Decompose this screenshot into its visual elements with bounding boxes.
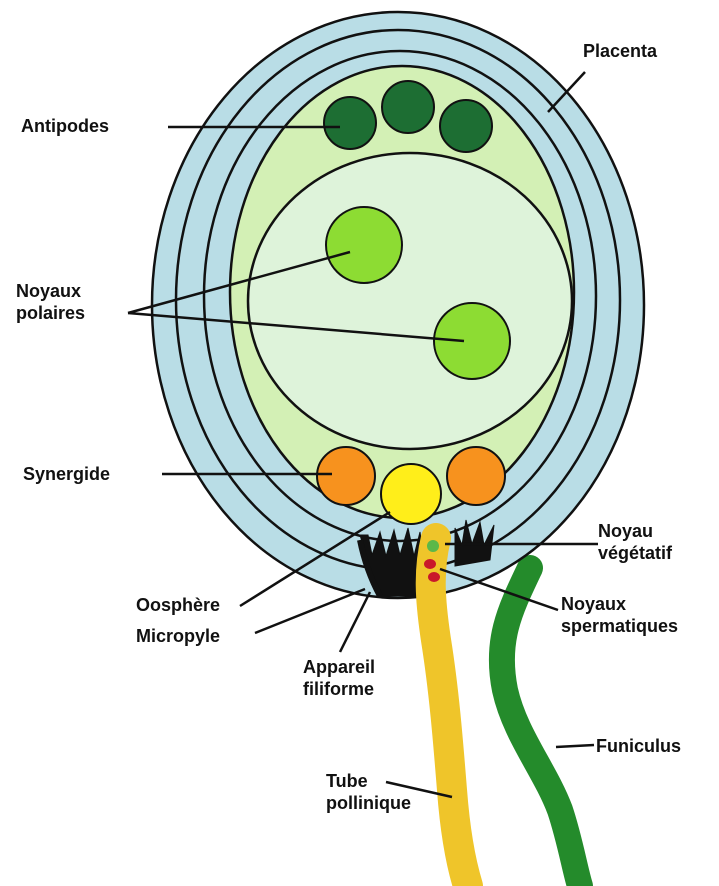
label-noyaux-polaires-line2: polaires	[16, 302, 85, 324]
antipode-cell	[324, 97, 376, 149]
label-antipodes: Antipodes	[21, 115, 109, 137]
leader-micropyle	[255, 589, 365, 633]
label-tube-pollinique: Tube pollinique	[326, 770, 411, 814]
label-noyau-vegetatif-line2: végétatif	[598, 542, 672, 564]
leader-funiculus	[556, 745, 594, 747]
label-noyau-vegetatif: Noyau végétatif	[598, 520, 672, 564]
egg-cell	[381, 464, 441, 524]
label-noyaux-spermatiques-line2: spermatiques	[561, 615, 678, 637]
label-tube-line2: pollinique	[326, 792, 411, 814]
polar-nucleus	[434, 303, 510, 379]
synergid-cell	[447, 447, 505, 505]
label-oosphere: Oosphère	[136, 594, 220, 616]
central-cell	[248, 153, 572, 449]
leader-appareil	[340, 592, 370, 652]
antipode-cell	[382, 81, 434, 133]
label-placenta: Placenta	[583, 40, 657, 62]
label-noyaux-polaires-line1: Noyaux	[16, 280, 85, 302]
label-appareil-filiforme: Appareil filiforme	[303, 656, 375, 700]
label-noyaux-spermatiques: Noyaux spermatiques	[561, 593, 678, 637]
synergid-cell	[317, 447, 375, 505]
label-noyau-vegetatif-line1: Noyau	[598, 520, 672, 542]
polar-nucleus	[326, 207, 402, 283]
label-funiculus: Funiculus	[596, 735, 681, 757]
label-appareil-line2: filiforme	[303, 678, 375, 700]
antipode-cell	[440, 100, 492, 152]
label-synergide: Synergide	[23, 463, 110, 485]
sperm-nucleus	[428, 572, 440, 582]
label-noyaux-polaires: Noyaux polaires	[16, 280, 85, 324]
sperm-nucleus	[424, 559, 436, 569]
label-tube-line1: Tube	[326, 770, 411, 792]
vegetative-nucleus	[427, 540, 439, 552]
label-appareil-line1: Appareil	[303, 656, 375, 678]
label-micropyle: Micropyle	[136, 625, 220, 647]
label-noyaux-spermatiques-line1: Noyaux	[561, 593, 678, 615]
